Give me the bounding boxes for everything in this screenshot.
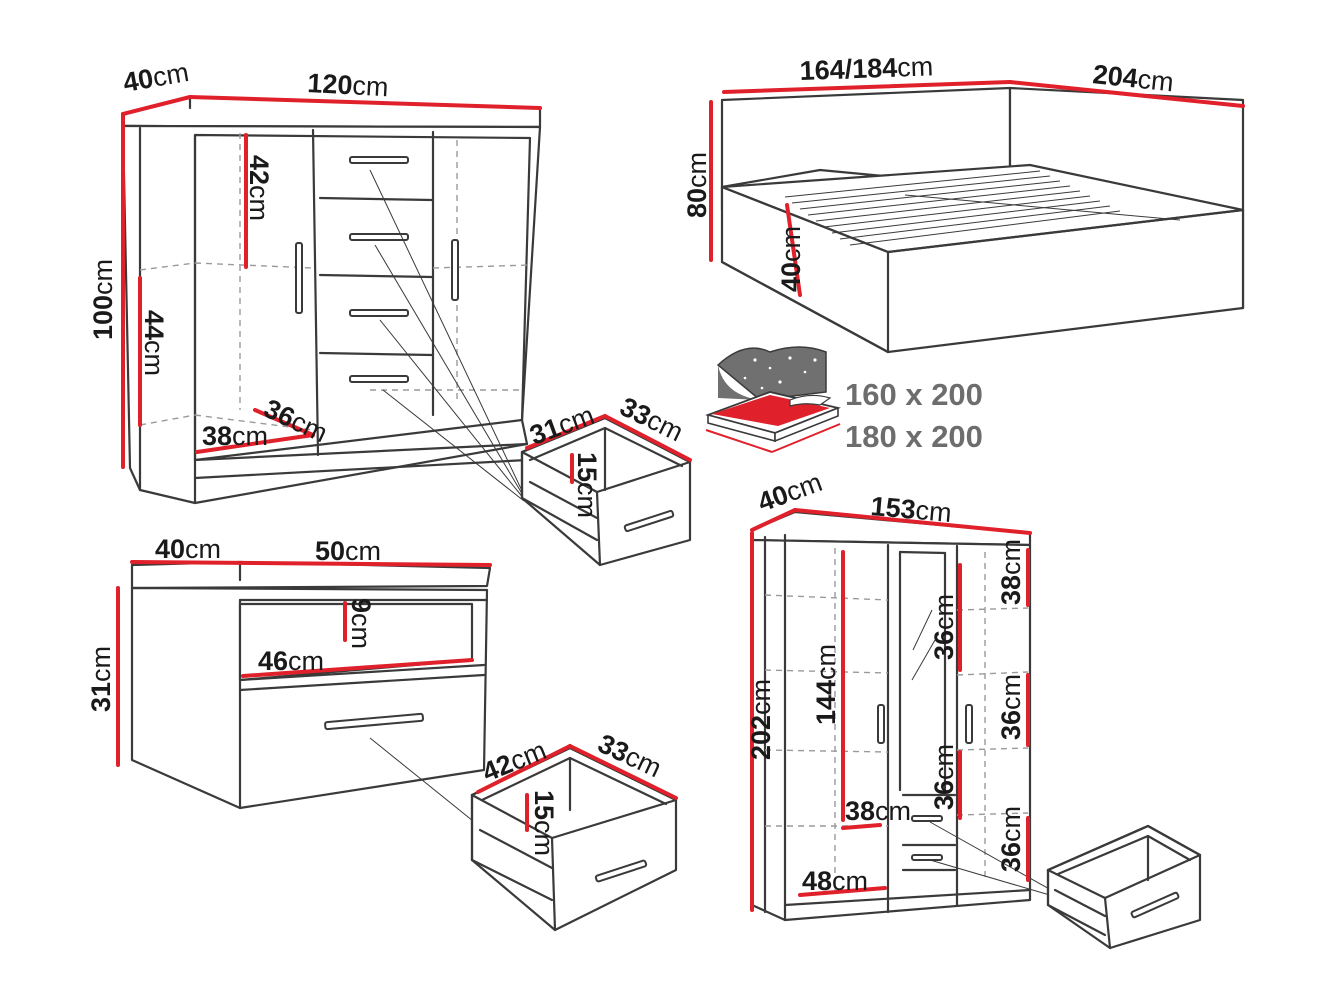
bed-frame-height-label: 40cm [776, 226, 806, 292]
sideboard-drawing [121, 95, 542, 505]
sideboard-inner-width-label: 38cm [202, 421, 268, 451]
sideboard-depth-label: 40cm [121, 57, 191, 98]
sideboard-drawer-height-label: 15cm [572, 452, 602, 518]
nightstand-niche-width-label: 46cm [258, 646, 324, 676]
nightstand-drawing [116, 560, 492, 826]
wardrobe-hanging-height-label: 144cm [811, 644, 841, 725]
sideboard-lower-shelf-label: 44cm [139, 310, 169, 376]
bed-headboard-height-label: 80cm [682, 152, 712, 218]
sideboard-width-label: 120cm [307, 68, 390, 102]
sideboard-upper-shelf-label: 42cm [244, 155, 274, 221]
wardrobe-height-label: 202cm [746, 679, 776, 760]
wardrobe-inner-width-label: 48cm [802, 866, 868, 896]
wardrobe-inner-depth-label: 38cm [845, 796, 911, 826]
bed-width-label: 164/184cm [799, 51, 934, 86]
wardrobe-right-shelf-2-label: 36cm [996, 674, 1026, 740]
nightstand-width-label: 50cm [315, 536, 381, 566]
mattress-icon [705, 346, 841, 453]
bed-length-label: 204cm [1091, 59, 1175, 97]
wardrobe-middle-shelf-2-label: 36cm [929, 744, 959, 810]
wardrobe-drawer-drawing [1046, 824, 1202, 950]
mattress-size-180: 180 x 200 [845, 419, 983, 454]
wardrobe-right-shelf-1-label: 38cm [996, 539, 1026, 605]
wardrobe-width-label: 153cm [869, 491, 952, 528]
nightstand-drawer-drawing [470, 744, 678, 932]
nightstand-depth-label: 40cm [155, 534, 221, 564]
nightstand-height-label: 31cm [86, 646, 116, 712]
sideboard-drawer-drawing [520, 414, 692, 567]
bed-drawing [709, 80, 1245, 354]
sideboard-height-label: 100cm [88, 259, 118, 340]
wardrobe-right-shelf-3-label: 36cm [996, 806, 1026, 872]
wardrobe-drawing [750, 508, 1061, 922]
wardrobe-middle-shelf-1-label: 36cm [929, 594, 959, 660]
nightstand-drawer-height-label: 15cm [529, 790, 559, 856]
nightstand-niche-height-label: 9cm [346, 598, 376, 649]
mattress-size-160: 160 x 200 [845, 377, 983, 412]
